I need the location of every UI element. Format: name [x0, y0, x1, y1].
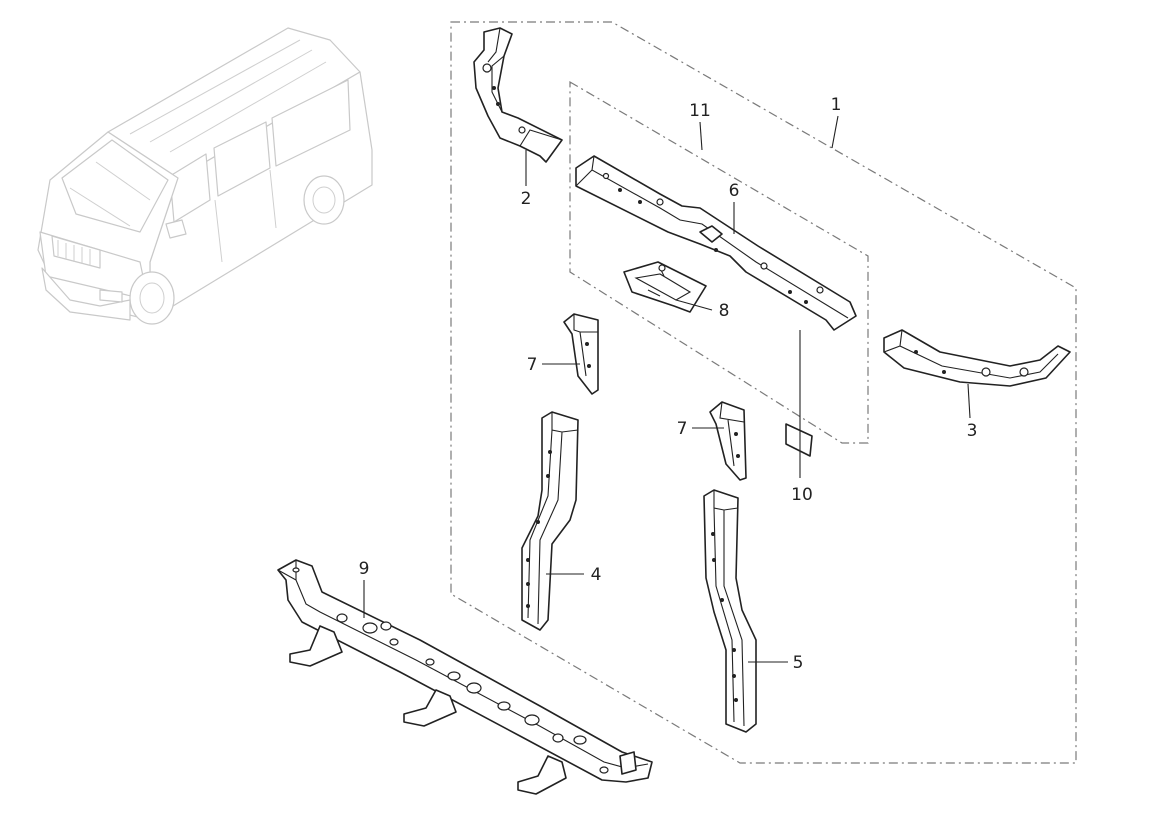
part-4-vertical-member — [521, 411, 579, 631]
part-7-upper-bracket — [563, 313, 599, 395]
callout-7-lower: 7 — [677, 419, 688, 439]
part-5-vertical-member — [703, 489, 757, 733]
callout-10: 10 — [791, 485, 813, 505]
callout-4: 4 — [591, 565, 602, 585]
part-9-lower-cross-member — [277, 559, 653, 795]
callout-5: 5 — [793, 653, 804, 673]
callout-8: 8 — [719, 301, 730, 321]
leader-lines — [363, 115, 971, 663]
part-6-cross-member — [575, 155, 857, 331]
callout-1: 1 — [831, 95, 842, 115]
callout-7-upper: 7 — [527, 355, 538, 375]
part-8-bracket — [623, 261, 707, 313]
part-7-lower-bracket — [709, 401, 747, 481]
callout-2: 2 — [521, 189, 532, 209]
assembly-frame-1 — [450, 21, 1077, 764]
callout-6: 6 — [729, 181, 740, 201]
callout-3: 3 — [967, 421, 978, 441]
part-10-plate — [785, 423, 813, 457]
assembly-frame-11 — [569, 80, 869, 444]
callout-11: 11 — [689, 101, 711, 121]
vehicle-locator-illustration — [37, 27, 373, 325]
part-2-bracket — [473, 27, 563, 163]
callout-9: 9 — [359, 559, 370, 579]
part-3-bracket — [883, 329, 1071, 387]
